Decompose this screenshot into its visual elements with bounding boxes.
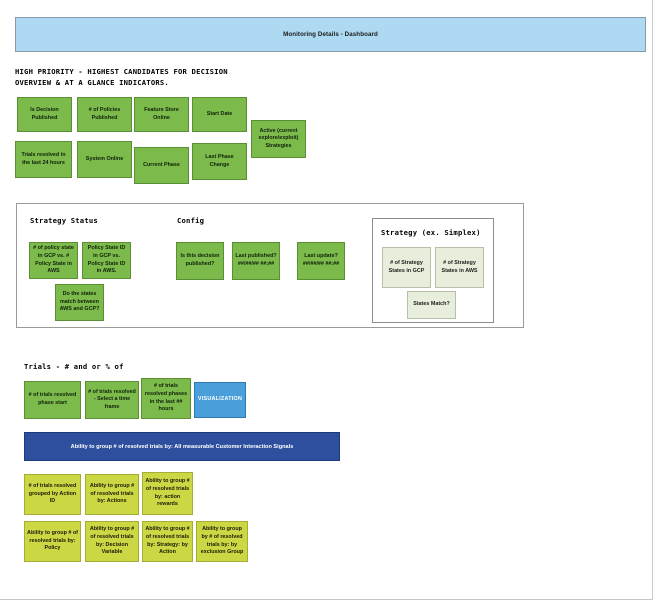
config-is-decision-published[interactable]: Is this decision published? — [176, 242, 224, 280]
strategy-status-policy-state-count[interactable]: # of policy state in GCP vs. # Policy St… — [29, 242, 78, 279]
trials-heading: Trials - # and or % of — [24, 362, 124, 371]
group-resolved-trials-bar[interactable]: Ability to group # of resolved trials by… — [24, 432, 340, 461]
high-priority-heading-line-2: OVERVIEW & AT A GLANCE INDICATORS. — [15, 78, 169, 87]
config-last-published[interactable]: Last published? ##/##/## ##:## — [232, 242, 280, 280]
indicator-is-decision-published[interactable]: Is Decision Published — [17, 97, 72, 132]
dashboard-title-banner: Monitoring Details - Dashboard — [15, 17, 646, 52]
group-by-decision-variable[interactable]: Ability to group # of resolved trials by… — [85, 521, 139, 562]
indicator-system-online[interactable]: System Online — [77, 141, 132, 178]
trials-resolved-phase-start[interactable]: # of trials resolved phase start — [24, 381, 81, 419]
high-priority-heading-line-1: HIGH PRIORITY - HIGHEST CANDIDATES FOR D… — [15, 67, 228, 76]
indicator-feature-store-online[interactable]: Feature Store Online — [134, 97, 189, 132]
strategy-states-aws[interactable]: # of Strategy States in AWS — [435, 247, 484, 288]
strategy-states-match[interactable]: States Match? — [407, 291, 456, 319]
strategy-status-states-match[interactable]: Do the states match between AWS and GCP? — [55, 284, 104, 321]
group-by-exclusion-group[interactable]: Ability to group by # of resolved trials… — [196, 521, 248, 562]
trials-resolved-phases-last-hours[interactable]: # of trials resolved phases in the last … — [141, 378, 191, 419]
trials-resolved-time-frame[interactable]: # of trials resolved - Select a time fra… — [85, 381, 139, 419]
config-last-update[interactable]: Last update? ##/##/## ##:## — [297, 242, 345, 280]
group-by-policy[interactable]: Ability to group # of resolved trials by… — [24, 521, 81, 562]
strategy-status-policy-state-id[interactable]: Policy State ID in GCP vs. Policy State … — [82, 242, 131, 279]
indicator-current-phase[interactable]: Current Phase — [134, 147, 189, 184]
strategy-simplex-panel: Strategy (ex. Simplex) # of Strategy Sta… — [372, 218, 494, 323]
group-by-strategy-action[interactable]: Ability to group # of resolved trials by… — [142, 521, 193, 562]
group-by-action-id[interactable]: # of trials resolved grouped by Action I… — [24, 474, 81, 515]
indicator-trials-resolved-24h[interactable]: Trials resolved in the last 24 hours — [15, 141, 72, 178]
strategy-config-panel: Strategy Status Config # of policy state… — [16, 203, 524, 328]
group-by-actions[interactable]: Ability to group # of resolved trials by… — [85, 474, 139, 515]
strategy-simplex-heading: Strategy (ex. Simplex) — [381, 228, 481, 237]
indicator-start-date[interactable]: Start Date — [192, 97, 247, 132]
strategy-states-gcp[interactable]: # of Strategy States in GCP — [382, 247, 431, 288]
config-heading: Config — [177, 216, 205, 225]
strategy-status-heading: Strategy Status — [30, 216, 98, 225]
trials-visualization[interactable]: VISUALIZATION — [194, 382, 246, 418]
indicator-active-strategies[interactable]: Active (current explore/exploit) Strateg… — [251, 120, 306, 158]
indicator-last-phase-change[interactable]: Last Phase Change — [192, 143, 247, 180]
indicator-policies-published[interactable]: # of Policies Published — [77, 97, 132, 132]
page-title: Monitoring Details - Dashboard — [283, 31, 378, 38]
group-by-action-rewards[interactable]: Ability to group # of resolved trials by… — [142, 472, 193, 515]
